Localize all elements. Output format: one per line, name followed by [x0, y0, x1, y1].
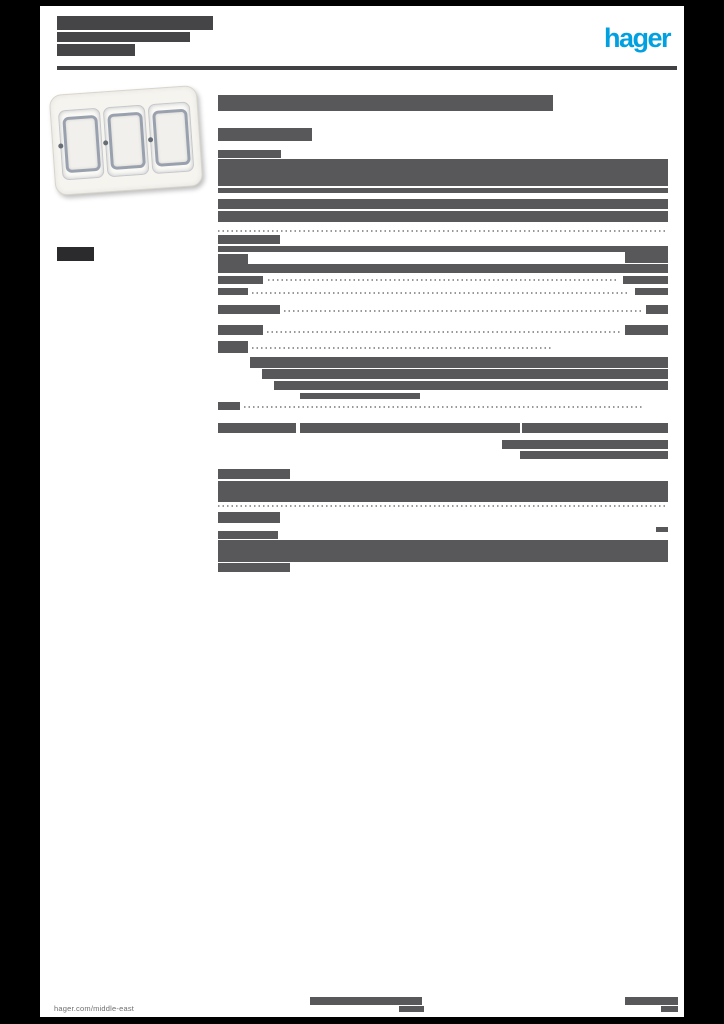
footer-link-box: hager.com/middle-east — [48, 997, 172, 1017]
spec-value — [625, 252, 668, 263]
section-heading — [218, 531, 278, 539]
spec-label — [218, 512, 280, 523]
hager-logo: hager — [603, 23, 672, 53]
spec-line — [218, 481, 668, 502]
intro-paragraph-1 — [218, 159, 668, 186]
footer-publisher-text-2 — [399, 1006, 424, 1012]
spec-value — [646, 305, 668, 314]
spec-label — [218, 288, 248, 295]
spec-line — [300, 423, 520, 433]
paragraph-tail — [218, 563, 290, 572]
dotted-leader — [244, 406, 644, 408]
spec-label — [218, 469, 290, 479]
product-title-text — [218, 95, 553, 111]
gasket-ring — [106, 111, 146, 170]
dotted-leader — [218, 505, 668, 507]
frame-inner — [57, 100, 195, 180]
spec-label — [218, 341, 248, 353]
spec-value — [520, 451, 668, 459]
footer-page-text-2 — [661, 1006, 678, 1012]
spec-label — [218, 254, 248, 273]
gasket-ring — [151, 108, 191, 167]
dotted-leader — [218, 230, 668, 232]
footer-website-link[interactable]: hager.com/middle-east — [54, 1004, 135, 1013]
spec-label — [218, 325, 263, 335]
screw-icon — [58, 142, 64, 149]
spec-label — [218, 423, 296, 433]
paragraph-block — [218, 540, 668, 562]
frame-module-1 — [57, 107, 105, 180]
dotted-leader — [252, 292, 630, 294]
spec-label — [218, 402, 240, 410]
section-note — [656, 527, 668, 532]
doc-title-line — [57, 16, 213, 30]
spec-label — [218, 235, 280, 244]
spec-value-block-3 — [274, 381, 668, 390]
doc-subtitle-line-2 — [57, 44, 135, 56]
dotted-leader — [267, 331, 620, 333]
intro-paragraph-2 — [218, 188, 668, 193]
intro-line — [218, 150, 281, 158]
footer-page-text — [625, 997, 678, 1005]
spec-value — [625, 325, 668, 335]
doc-subtitle-line-1 — [57, 32, 190, 42]
dotted-leader — [268, 279, 618, 281]
frame-module-2 — [102, 104, 150, 177]
spec-line — [248, 264, 668, 273]
spec-label — [218, 305, 280, 314]
product-photo — [48, 84, 204, 196]
spec-value — [635, 288, 668, 295]
new-flag-text-bar — [57, 247, 94, 261]
footer-publisher-text — [310, 997, 422, 1005]
spec-value-block-1 — [250, 357, 668, 368]
spec-label — [218, 276, 263, 284]
spec-value-block-2 — [262, 369, 668, 379]
header-divider — [57, 66, 677, 70]
gasket-ring — [61, 114, 101, 173]
dotted-leader — [252, 347, 552, 349]
spec-value — [522, 423, 668, 433]
section-intro-heading — [218, 128, 312, 141]
dotted-leader — [284, 310, 641, 312]
frame-module-3 — [147, 100, 195, 174]
intro-paragraph-3 — [218, 199, 668, 209]
screw-icon — [147, 136, 154, 142]
frame-outer — [48, 84, 204, 196]
screw-icon — [102, 139, 109, 146]
spec-value — [623, 276, 668, 284]
spec-value — [502, 440, 668, 449]
spec-line — [218, 246, 668, 252]
intro-paragraph-4 — [218, 211, 668, 222]
spec-value-tail — [300, 393, 420, 399]
